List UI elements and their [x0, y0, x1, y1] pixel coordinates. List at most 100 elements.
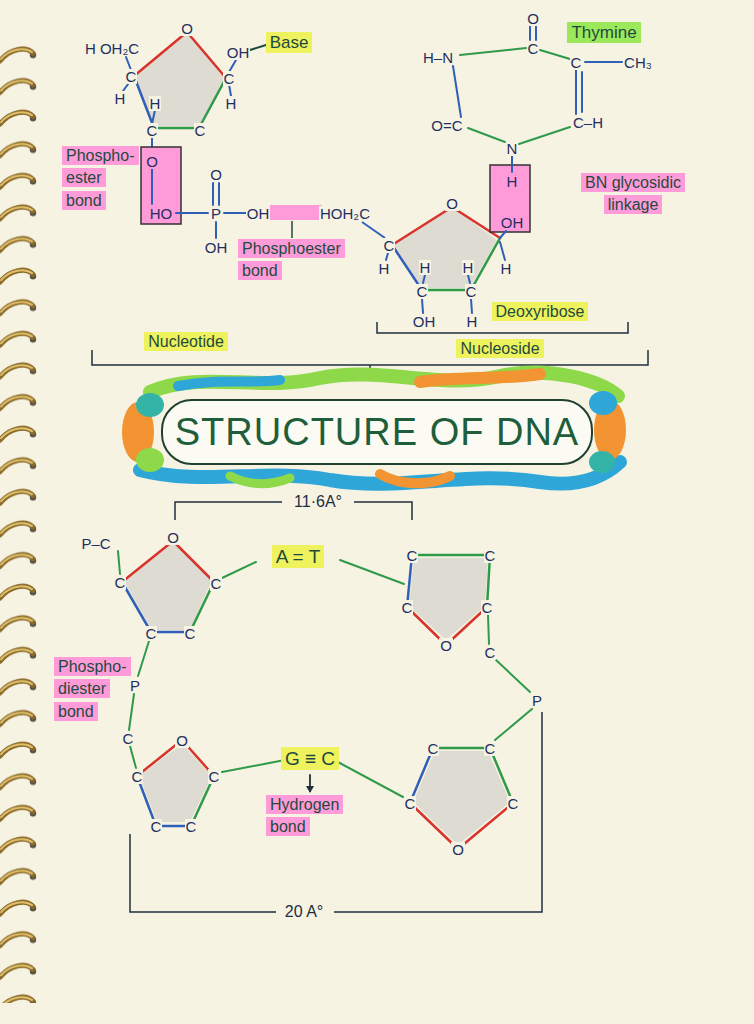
phosphate-bonds — [152, 169, 246, 238]
highlight-label: Hydrogen bond — [266, 794, 352, 839]
thymine-ring — [468, 128, 505, 142]
atom-label: C — [570, 55, 583, 70]
atom-label: P — [531, 693, 543, 708]
atom-label: C — [406, 548, 419, 563]
atom-label: C — [146, 123, 159, 138]
highlight-label: Nucleoside — [456, 338, 543, 360]
title-banner — [380, 474, 450, 483]
atom-label: OH — [226, 45, 251, 60]
thymine-ring — [581, 72, 583, 112]
highlight-label: Nucleotide — [144, 331, 228, 353]
title-banner — [230, 476, 290, 484]
atom-label: C — [122, 731, 135, 746]
atom-label: C — [404, 796, 417, 811]
atom-label: C — [484, 548, 497, 563]
bonds — [500, 231, 506, 238]
glycosidic-highlight — [490, 165, 530, 232]
atom-label: H — [114, 91, 127, 106]
label-text: BN glycosidic linkage — [581, 173, 685, 214]
bonds — [511, 156, 513, 172]
backbone — [495, 709, 532, 740]
highlight-label: A = T — [272, 544, 325, 571]
label-text: A = T — [272, 545, 325, 568]
bonds — [123, 45, 266, 153]
atom-label: O — [209, 167, 223, 182]
atom-label: C — [210, 576, 223, 591]
atom-label: C — [131, 769, 144, 784]
sugar-ring — [187, 32, 226, 78]
atom-label: C — [465, 284, 478, 299]
sugar-ring — [392, 207, 500, 290]
phosphate-bonds — [218, 183, 220, 205]
atom-label: C — [184, 626, 197, 641]
backbone — [129, 694, 134, 730]
atom-label: H OH₂C — [84, 41, 140, 56]
label-block: Deoxyribose — [492, 301, 589, 323]
atom-label: C — [223, 71, 236, 86]
atom-label: O — [166, 530, 180, 545]
atom-label: H — [419, 260, 432, 275]
sugar-ring — [410, 748, 513, 849]
atom-label: H — [225, 96, 238, 111]
sugar-ring — [124, 541, 212, 630]
atom-label: C — [401, 600, 414, 615]
dimension-label: 11·6A° — [293, 494, 343, 510]
bond — [362, 222, 385, 238]
phosphate-bonds — [151, 169, 153, 204]
backbone — [118, 551, 120, 574]
atom-label: C–H — [572, 115, 604, 130]
title-text: STRUCTURE OF DNA — [175, 413, 579, 451]
leader-line — [291, 221, 293, 238]
thymine-ring — [519, 127, 570, 144]
atom-label: H — [149, 96, 162, 111]
highlight-label: Thymine — [567, 21, 640, 45]
ester-highlight — [141, 147, 181, 224]
thymine-ring — [460, 48, 526, 55]
atom-label: O — [451, 842, 465, 857]
atom-label: H — [506, 174, 519, 189]
atom-label: HOH₂C — [319, 206, 371, 221]
atom-label: O — [445, 196, 459, 211]
label-text: G ≡ C — [281, 747, 339, 770]
phosphate-bonds — [212, 183, 214, 205]
atom-label: C — [416, 284, 429, 299]
sugar-ring — [409, 558, 488, 640]
sugar-ring — [173, 541, 214, 582]
title-banner — [589, 391, 617, 415]
atom-label: OH — [412, 314, 437, 329]
bonds — [468, 275, 470, 283]
highlight-label: Deoxyribose — [492, 301, 589, 323]
sugar-ring — [407, 555, 490, 645]
backbone — [338, 762, 403, 797]
atom-label: O=C — [430, 118, 463, 133]
sugar-ring — [134, 32, 226, 128]
atom-label: OH — [246, 206, 271, 221]
sugar-ring — [122, 582, 151, 632]
atom-label: P–C — [80, 536, 111, 551]
thymine-ring — [529, 26, 531, 40]
sugar-ring — [199, 78, 226, 128]
backbone — [496, 660, 530, 692]
atom-label: CH₃ — [623, 55, 653, 70]
backbone — [118, 551, 532, 797]
title-banner — [122, 373, 626, 484]
highlight-label: BN glycosidic linkage — [560, 172, 706, 217]
bracket — [92, 322, 648, 374]
phosphate-bonds — [215, 222, 217, 238]
bonds — [471, 299, 472, 313]
atom-label: O — [526, 11, 540, 26]
phosphate-bonds — [224, 212, 246, 214]
atom-label: C — [185, 819, 198, 834]
backbone — [488, 615, 489, 644]
atom-label: O — [439, 638, 453, 653]
atom-label: O — [175, 733, 189, 748]
atom-label: C — [383, 238, 396, 253]
atom-label: C — [208, 769, 221, 784]
atom-label: C — [507, 796, 520, 811]
thymine-ring — [575, 70, 577, 114]
atom-label: C — [125, 69, 138, 84]
label-block: Base — [266, 31, 313, 55]
sugar-ring — [392, 207, 452, 245]
